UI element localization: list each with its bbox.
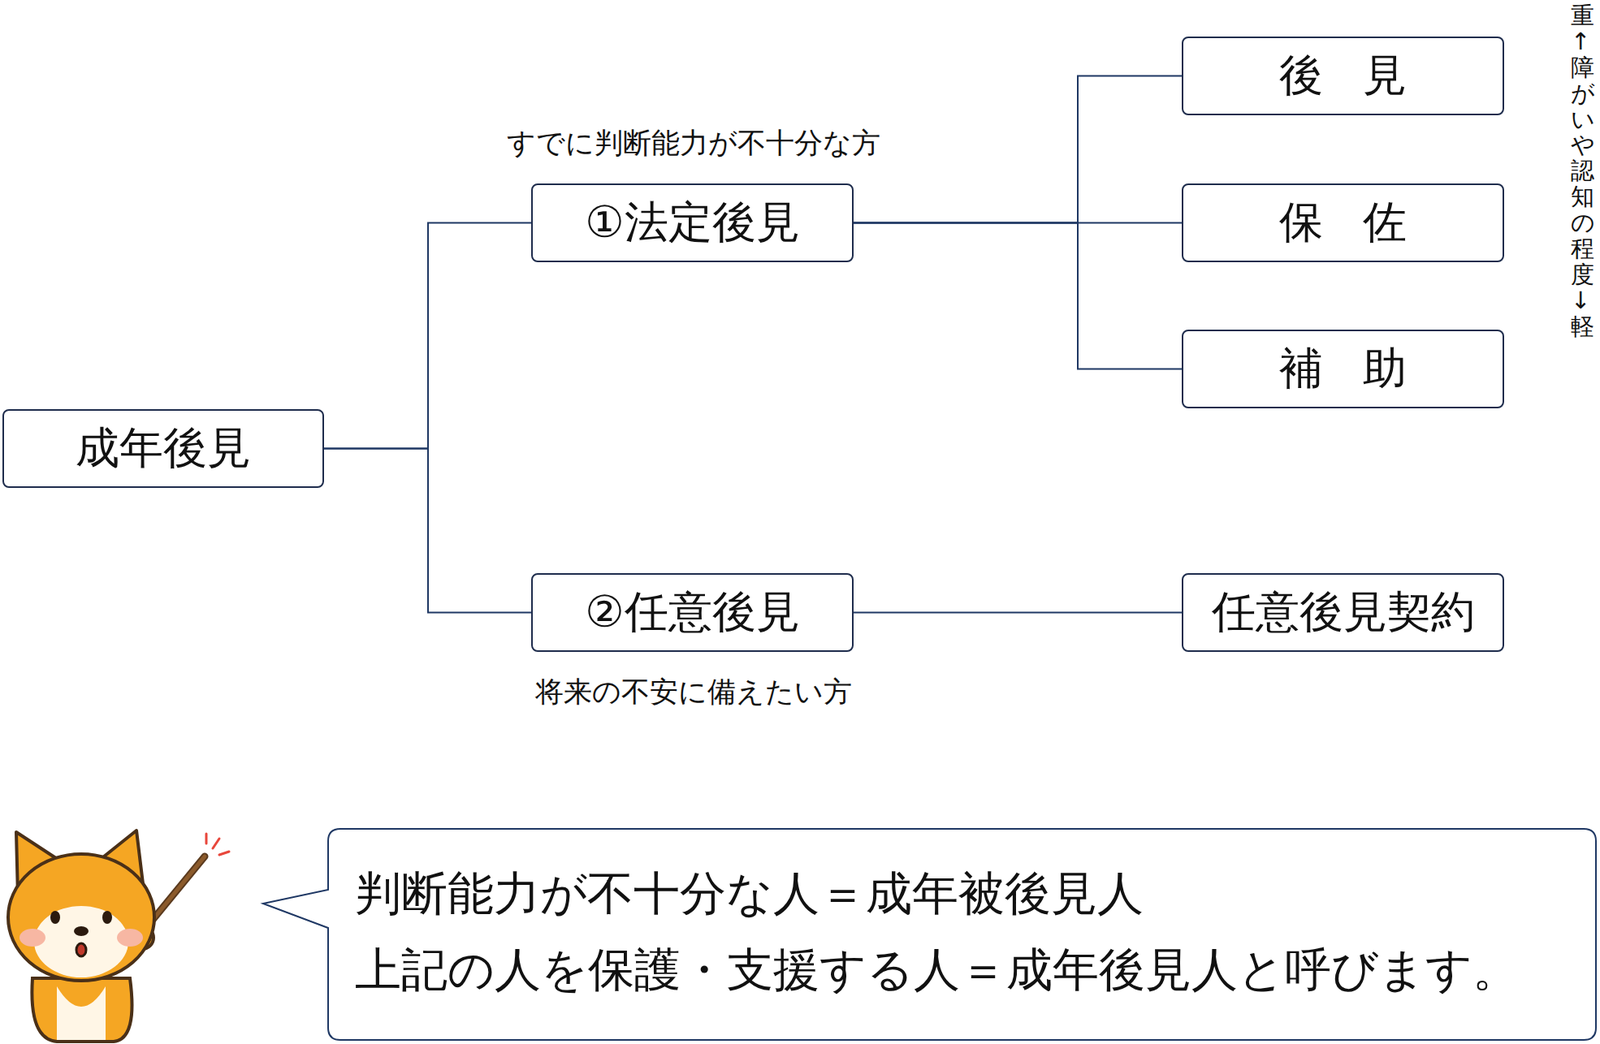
- note-label: 将来の不安に備えたい方: [535, 674, 852, 710]
- tree-connector: [853, 223, 1182, 370]
- tree-connector: [324, 223, 532, 450]
- tree-connector: [853, 612, 1182, 615]
- tree-connector: [324, 449, 532, 614]
- bubble-shape: [263, 829, 1596, 1041]
- tree-connector: [853, 76, 1182, 224]
- speech-bubble: 判断能力が不十分な人＝成年被後見人上記の人を保護・支援する人＝成年後見人と呼びま…: [327, 828, 1597, 1042]
- node-text: 判断能力が不十分な人＝成年被後見人: [354, 856, 1573, 933]
- severity-scale-label: 重↑障がいや認知の程度↓軽: [1570, 3, 1595, 341]
- root-box: 成年後見: [2, 409, 325, 489]
- category-box: ②任意後見: [531, 573, 854, 653]
- type-box: 後見: [1181, 36, 1505, 116]
- type-box: 任意後見契約: [1181, 573, 1505, 653]
- node-text: 後見: [1279, 49, 1446, 103]
- node-text: 保佐: [1279, 196, 1446, 250]
- bubble-outline: [327, 828, 1597, 1042]
- type-box: 保佐: [1181, 183, 1505, 263]
- node-text: 補助: [1279, 342, 1446, 396]
- type-box: 補助: [1181, 329, 1505, 409]
- node-text: ①法定後見: [584, 196, 800, 250]
- category-box: ①法定後見: [531, 183, 854, 263]
- node-text: ②任意後見: [584, 586, 800, 640]
- node-text: 任意後見契約: [1211, 586, 1475, 640]
- note-label: すでに判断能力が不十分な方: [506, 125, 881, 160]
- node-text: 上記の人を保護・支援する人＝成年後見人と呼びます。: [354, 932, 1573, 1009]
- node-text: 成年後見: [75, 422, 251, 476]
- shiba-dog-illustration: [0, 816, 244, 1044]
